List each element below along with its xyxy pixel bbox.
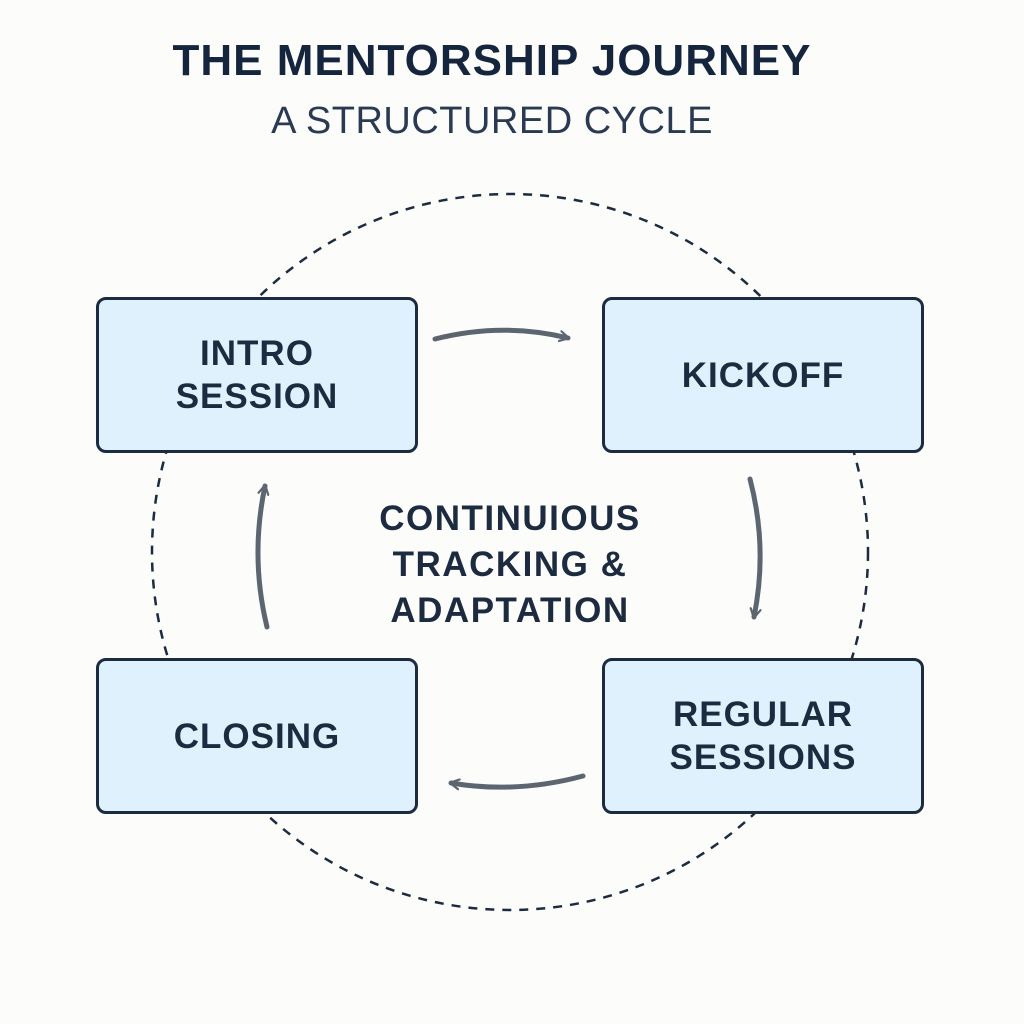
stage-closing-label: CLOSING xyxy=(173,716,341,756)
stage-closing-box: CLOSING xyxy=(96,658,418,814)
stage-intro-session-box: INTRO SESSION xyxy=(96,297,418,453)
stage-intro-session-label: INTRO SESSION xyxy=(175,334,339,416)
stage-kickoff-label: KICKOFF xyxy=(681,355,845,395)
arrow-intro-to-kickoff-icon xyxy=(432,327,571,339)
diagram-subtitle: A STRUCTURED CYCLE xyxy=(271,100,713,142)
stage-regular-sessions-box: REGULAR SESSIONS xyxy=(602,658,924,814)
dashed-cycle-ring xyxy=(150,192,870,912)
center-tracking-label: CONTINUIOUS TRACKING & ADAPTATION xyxy=(379,499,641,630)
stage-kickoff-box: KICKOFF xyxy=(602,297,924,453)
diagram-title: THE MENTORSHIP JOURNEY xyxy=(172,36,812,85)
arrow-regular-to-closing-icon xyxy=(448,773,586,787)
arrow-closing-to-intro-icon xyxy=(255,483,270,630)
arrow-kickoff-to-regular-icon xyxy=(747,476,763,620)
stage-regular-sessions-label: REGULAR SESSIONS xyxy=(669,695,857,777)
